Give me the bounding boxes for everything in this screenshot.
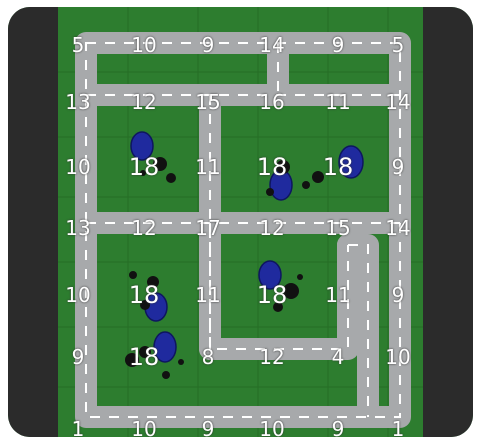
tile-number: 5 [392,35,405,55]
tile-number: 18 [129,283,160,307]
tile-number: 14 [259,35,284,55]
tile-number: 11 [325,92,350,112]
tile-number: 11 [325,285,350,305]
tile-number: 1 [72,419,85,437]
tile-number: 12 [259,347,284,367]
tile-number: 8 [202,347,215,367]
tile-number: 13 [65,92,90,112]
tile-number: 18 [129,155,160,179]
tile-number: 9 [392,285,405,305]
tile-number: 13 [65,218,90,238]
tile-number: 17 [195,218,220,238]
tile-number: 12 [259,218,284,238]
tile-number: 9 [392,157,405,177]
tile-number: 1 [392,419,405,437]
tile-number: 14 [385,92,410,112]
tile-number: 18 [129,345,160,369]
tile-number: 11 [195,157,220,177]
tile-number: 4 [332,347,345,367]
tile-number: 18 [257,283,288,307]
tile-number: 12 [131,92,156,112]
tile-number: 14 [385,218,410,238]
tile-number: 18 [257,155,288,179]
tile-number: 10 [131,419,156,437]
tile-number: 10 [131,35,156,55]
tile-number: 12 [131,218,156,238]
tile-number: 9 [202,419,215,437]
tile-number: 10 [259,419,284,437]
tile-number: 11 [195,285,220,305]
tile-number: 5 [72,35,85,55]
tile-number: 10 [385,347,410,367]
tile-number: 9 [72,347,85,367]
tile-number: 15 [195,92,220,112]
tile-number: 10 [65,285,90,305]
tile-number: 15 [325,218,350,238]
tile-number: 9 [332,419,345,437]
tile-number: 9 [332,35,345,55]
tile-number: 16 [259,92,284,112]
tile-number: 18 [323,155,354,179]
tile-number: 9 [202,35,215,55]
tile-number: 10 [65,157,90,177]
